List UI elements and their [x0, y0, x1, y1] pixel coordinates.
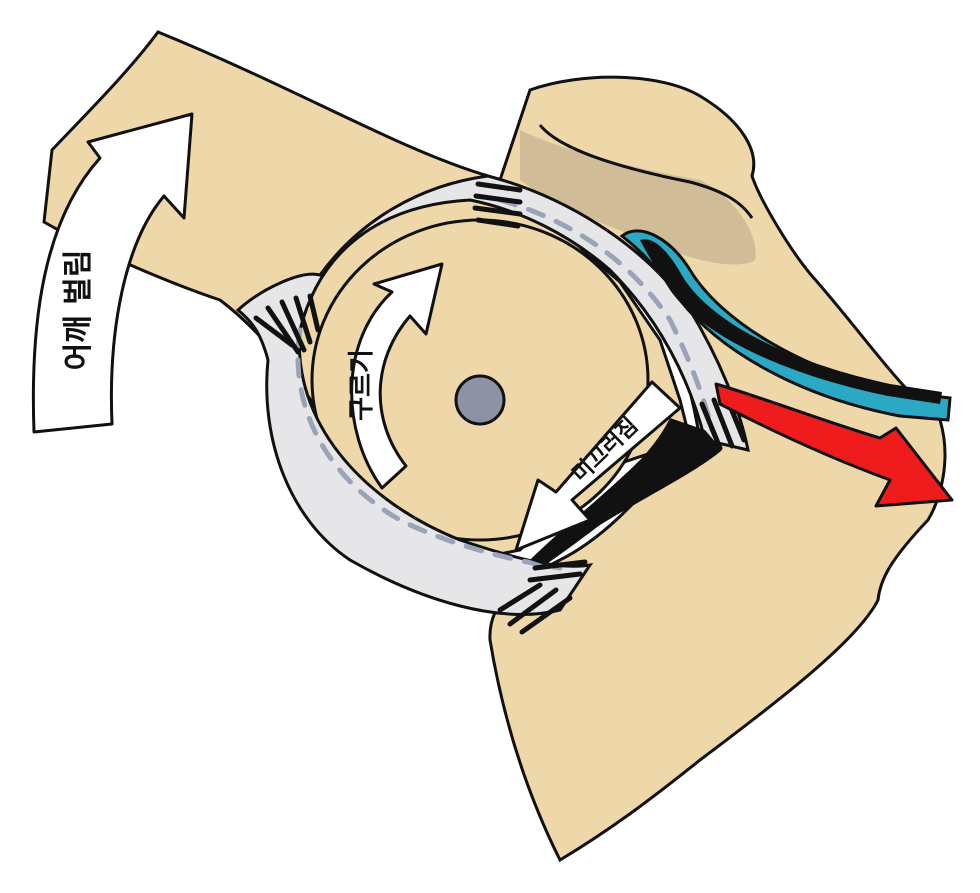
outer-arrow-label: 어깨 벌림: [61, 250, 96, 371]
inner-arrow-label: 구르기: [347, 349, 377, 421]
curved-arrow-up-icon: [31, 112, 194, 434]
acromion-crease: [538, 124, 754, 219]
capsule-ligament: [235, 174, 750, 616]
ligament-attachment-hatches: [253, 181, 747, 635]
lower-tendon: [530, 418, 722, 565]
pivot-dot-icon: [454, 374, 506, 426]
curved-arrow-rotate-icon: [350, 262, 444, 490]
acromion-shadow: [520, 130, 756, 265]
ligament-stripes: [295, 197, 715, 571]
black-tendon: [640, 239, 942, 404]
red-arrow: [714, 382, 954, 508]
arrow-down-left-icon: [514, 380, 682, 552]
